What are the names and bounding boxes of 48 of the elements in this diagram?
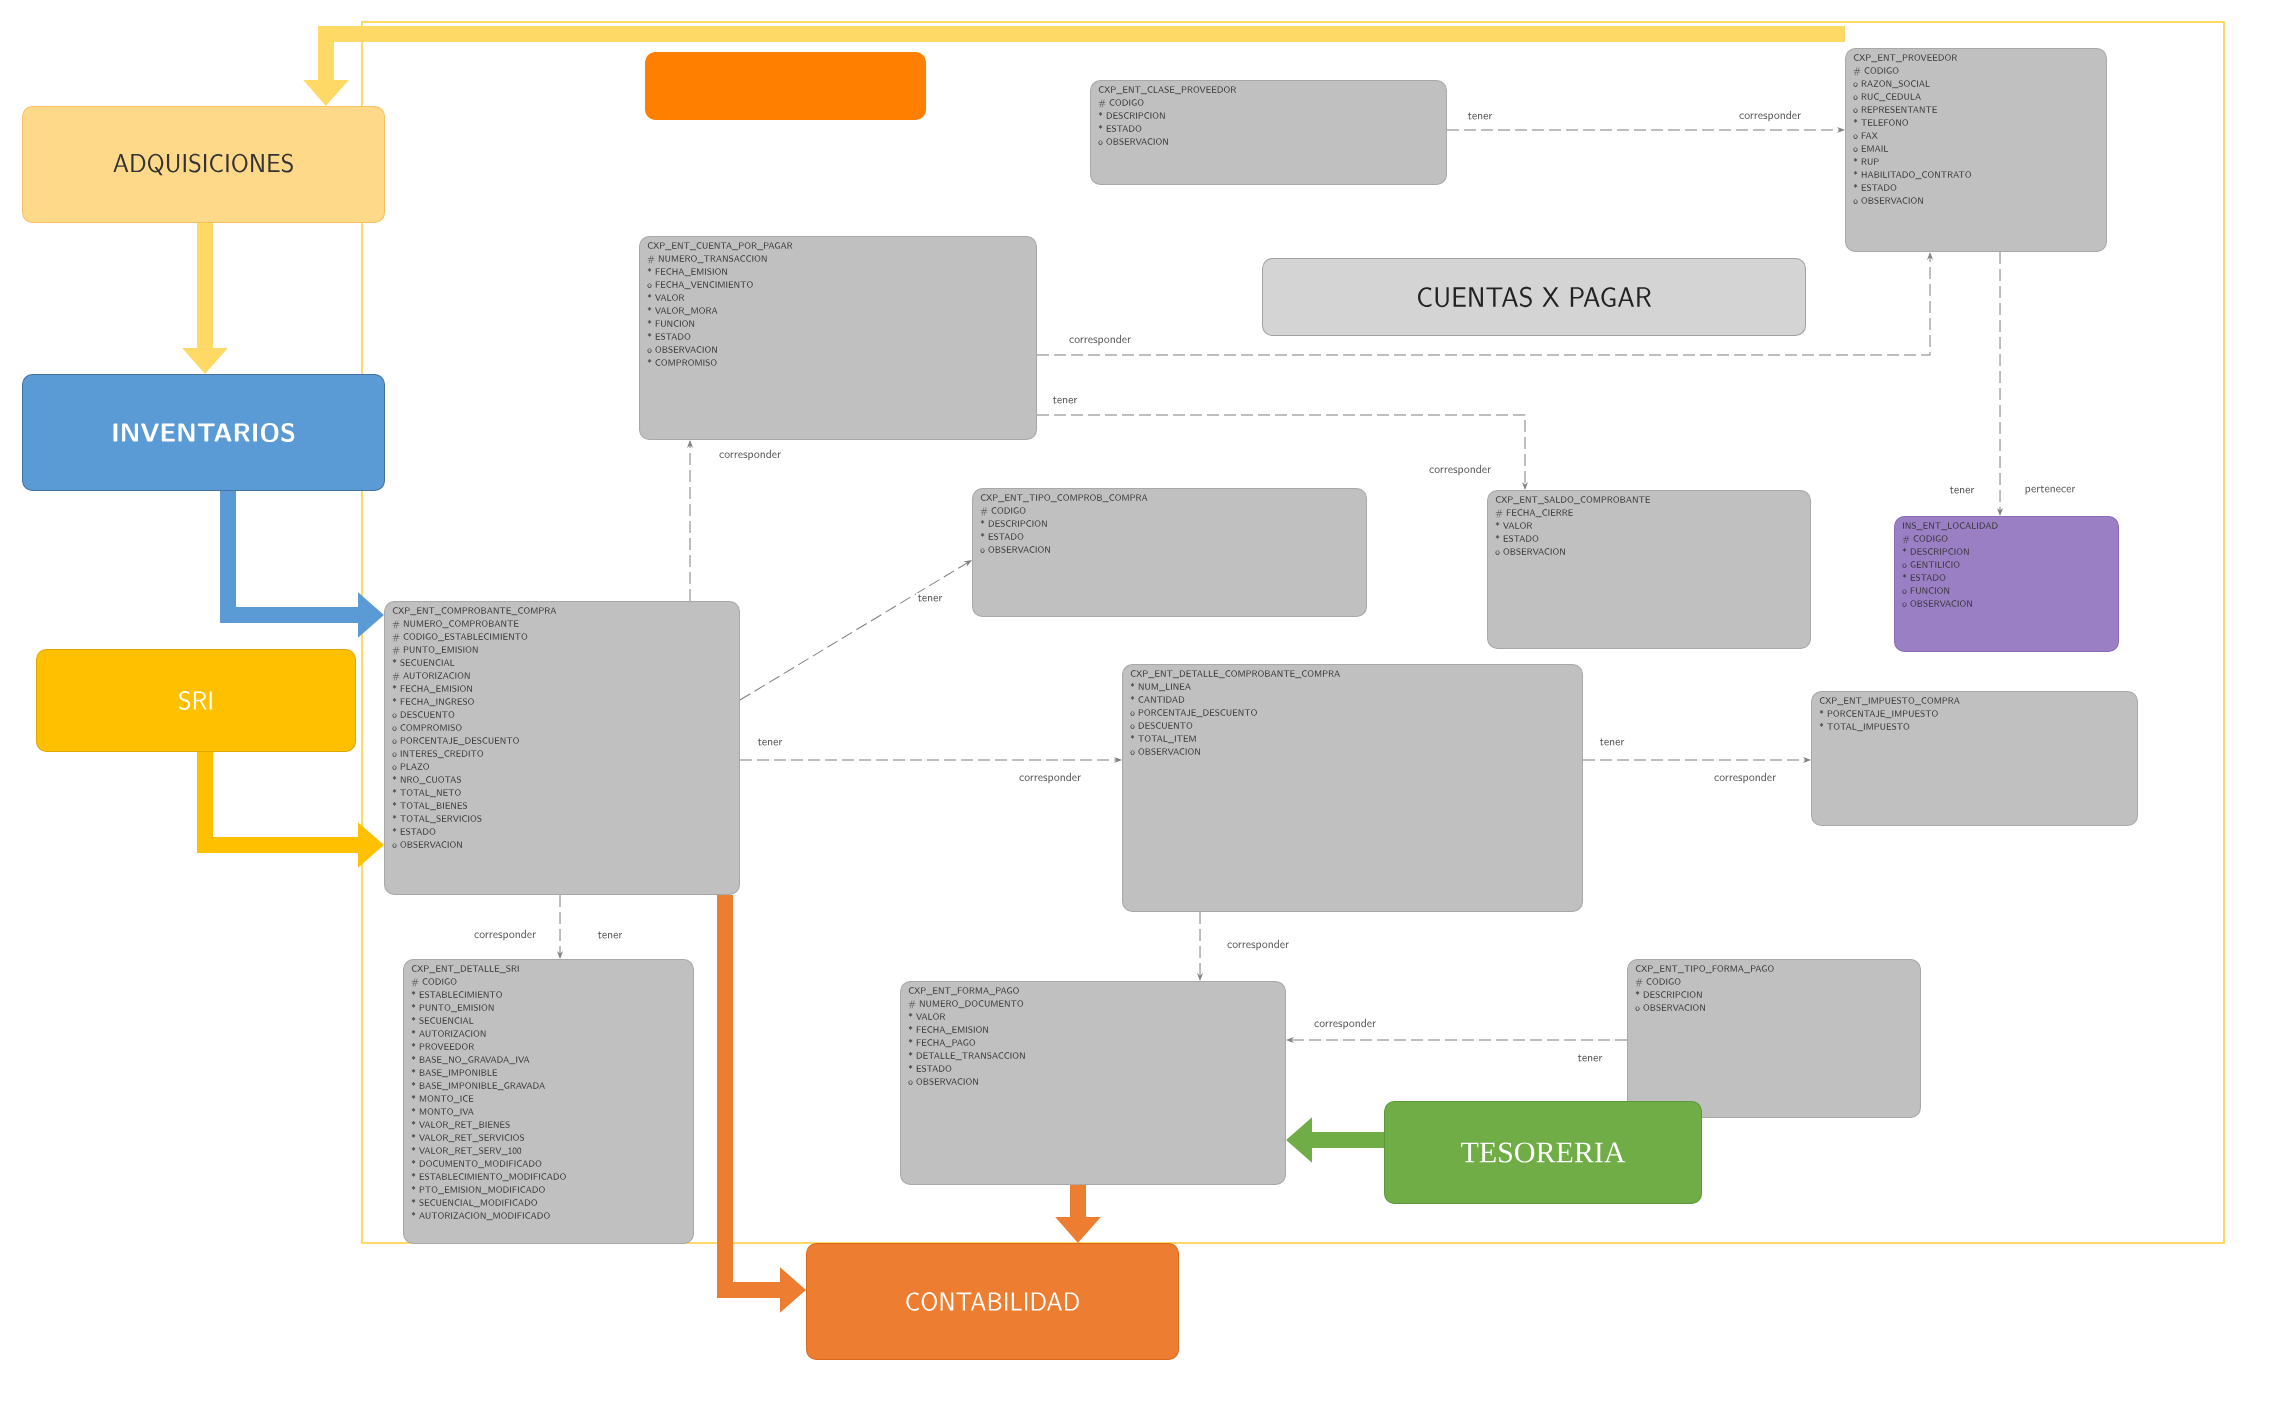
entity-box: CXP_ENT_CLASE_PROVEEDOR # CODIGO * DESCRIPCION * ESTADO o OBSERVACION	[1090, 80, 1447, 185]
entity-box: CXP_ENT_IMPUESTO_COMPRA * PORCENTAJE_IMPUESTO * TOTAL_IMPUESTO	[1811, 691, 2138, 826]
edge-label: corresponder	[1067, 333, 1133, 347]
relationship-line	[557, 894, 563, 959]
relationship-line	[1997, 251, 2003, 516]
edge-label: corresponder	[472, 928, 538, 942]
entity-box: CXP_ENT_PROVEEDOR # CODIGO o RAZON_SOCIAL o RUC_CEDULA o REPRESENTANTE * TELEFONO o FAX o EMAIL * RUP * HABILITADO_CONTRATO * ESTADO o OBSERVACION	[1845, 48, 2107, 252]
edge-label: corresponder	[1427, 463, 1493, 477]
role-label: tener	[1598, 737, 1626, 747]
edge-label: corresponder	[1017, 771, 1083, 785]
role-label: tener	[596, 930, 624, 940]
relationship-line	[739, 757, 1122, 763]
entity-box: CXP_ENT_TIPO_COMPROB_COMPRA # CODIGO * DESCRIPCION * ESTADO o OBSERVACION	[972, 488, 1367, 617]
module-box: TESORERIA	[1384, 1101, 1702, 1204]
role-label: tener	[1576, 1053, 1604, 1063]
edge-label: corresponder	[1312, 1017, 1378, 1031]
entity-box: CXP_ENT_CUENTA_POR_PAGAR # NUMERO_TRANSACCION * FECHA_EMISION o FECHA_VENCIMIENTO * VALOR * VALOR_MORA * FUNCION * ESTADO o OBSERVACION * COMPROMISO	[639, 236, 1037, 440]
entity-box: INS_ENT_LOCALIDAD # CODIGO * DESCRIPCION o GENTILICIO * ESTADO o FUNCION o OBSERVACION	[1894, 516, 2119, 652]
edge-label: corresponder	[1712, 771, 1778, 785]
module-box: ADQUISICIONES	[22, 106, 385, 223]
module-box: CONTABILIDAD	[806, 1243, 1179, 1360]
edge-label: corresponder	[1737, 109, 1803, 123]
edge-label: corresponder	[717, 448, 783, 462]
edge-label: pertenecer	[2023, 483, 2077, 497]
relationship-line	[1197, 911, 1203, 981]
relationship-line	[1036, 252, 1933, 356]
relationship-line	[687, 440, 693, 602]
entity-box: CXP_ENT_DETALLE_SRI # CODIGO * ESTABLECIMIENTO * PUNTO_EMISION * SECUENCIAL * AUTORIZACION * PROVEEDOR * BASE_NO_GRAVADA_IVA * BASE_IMPONIBLE * BASE_IMPONIBLE_GRAVADA * MONTO_ICE * MONTO_IVA * VALOR_RET_BIENES * VALOR_RET_SERVICIOS * VALOR_RET_SERV_100 * DOCUMENTO_MODIFICADO * ESTABLECIMIENTO_MODIFICADO * PTO_EMISION_MODIFICADO * SECUENCIAL_MODIFICADO * AUTORIZACION_MODIFICADO	[403, 959, 694, 1244]
title-box: CUENTAS X PAGAR	[1262, 258, 1806, 336]
entity-box: CXP_ENT_COMPROBANTE_COMPRA # NUMERO_COMPROBANTE # CODIGO_ESTABLECIMIENTO # PUNTO_EMISION * SECUENCIAL # AUTORIZACION * FECHA_EMISION * FECHA_INGRESO o DESCUENTO o COMPROMISO o PORCENTAJE_DESCUENTO o INTERES_CREDITO o PLAZO * NRO_CUOTAS * TOTAL_NETO * TOTAL_BIENES * TOTAL_SERVICIOS * ESTADO o OBSERVACION	[384, 601, 740, 895]
relationship-line	[1446, 127, 1845, 133]
edge-label: corresponder	[1225, 938, 1291, 952]
role-label: tener	[1948, 485, 1976, 495]
relationship-line	[739, 560, 972, 701]
relationship-line	[1036, 414, 1528, 490]
entity-box: CXP_ENT_FORMA_PAGO # NUMERO_DOCUMENTO * VALOR * FECHA_EMISION * FECHA_PAGO * DETALLE_TRANSACCION * ESTADO o OBSERVACION	[900, 981, 1286, 1185]
entity-box: CXP_ENT_DETALLE_COMPROBANTE_COMPRA * NUM_LINEA * CANTIDAD o PORCENTAJE_DESCUENTO o DESCUENTO * TOTAL_ITEM o OBSERVACION	[1122, 664, 1583, 912]
role-label: tener	[1466, 111, 1494, 121]
entity-box: CXP_ENT_TIPO_FORMA_PAGO # CODIGO * DESCRIPCION o OBSERVACION	[1627, 959, 1921, 1118]
relationship-line	[1286, 1037, 1628, 1043]
relationship-line	[1582, 757, 1811, 763]
edge-label: tener	[916, 593, 944, 603]
role-label: tener	[756, 737, 784, 747]
module-box	[645, 52, 926, 120]
role-label: tener	[1051, 395, 1079, 405]
entity-box: CXP_ENT_SALDO_COMPROBANTE # FECHA_CIERRE * VALOR * ESTADO o OBSERVACION	[1487, 490, 1811, 649]
module-box: INVENTARIOS	[22, 374, 385, 491]
module-box: SRI	[36, 649, 356, 752]
